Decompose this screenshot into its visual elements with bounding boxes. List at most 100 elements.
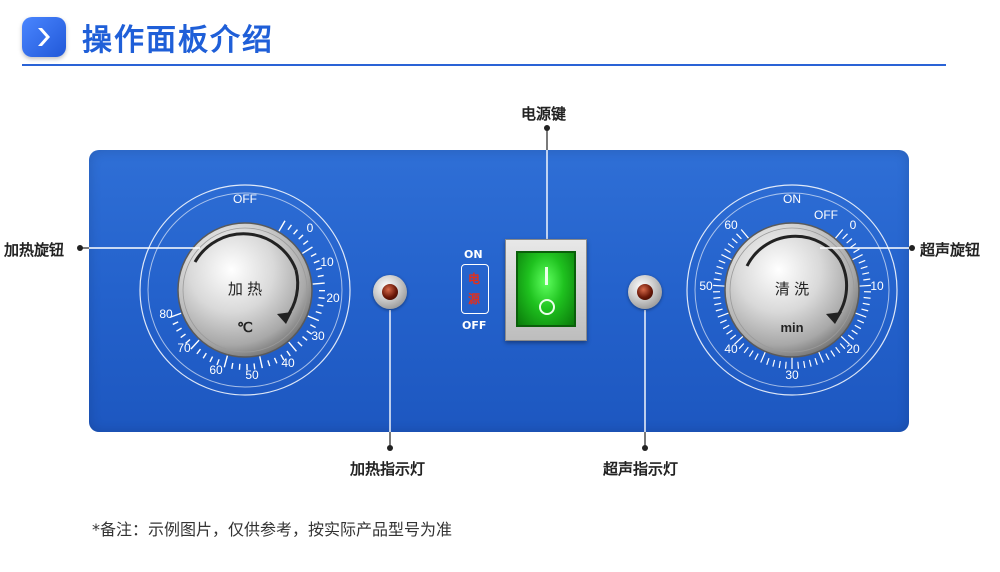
dial-tick — [857, 284, 871, 287]
dial-tick — [754, 353, 759, 361]
dial-tick — [209, 356, 214, 363]
dial-tick — [731, 238, 738, 244]
heat-scale-label: 50 — [245, 368, 259, 382]
dial-tick — [315, 310, 322, 315]
dial-tick — [835, 346, 841, 354]
dial-tick — [298, 234, 304, 240]
power-off-symbol-icon — [539, 299, 555, 315]
dial-tick — [267, 360, 271, 367]
dial-tick — [724, 248, 731, 254]
dial-tick — [202, 352, 207, 359]
dial-tick — [223, 355, 229, 368]
dial-tick — [797, 361, 800, 369]
dial-tick — [727, 243, 735, 249]
heat-knob[interactable] — [177, 222, 313, 358]
dial-tick — [863, 278, 871, 281]
arrow-icon — [277, 312, 292, 324]
dial-tick — [713, 278, 721, 281]
dial-tick — [317, 274, 324, 278]
ultrasonic-scale-label: 40 — [724, 342, 738, 356]
dial-tick — [854, 324, 862, 330]
ultrasonic-indicator-label: 超声指示灯 — [603, 460, 679, 478]
heat-scale-label: 40 — [281, 356, 295, 370]
dial-tick — [714, 272, 722, 275]
dial-tick — [273, 357, 278, 364]
heat-scale-label: 30 — [311, 329, 325, 343]
dial-tick — [839, 343, 846, 350]
dial-tick — [301, 246, 313, 255]
ultrasonic-scale-label: 50 — [699, 279, 713, 293]
dial-tick — [306, 330, 313, 335]
dial-tick — [766, 358, 770, 366]
dial-tick — [278, 220, 286, 232]
dial-tick — [817, 350, 824, 363]
heat-dial — [139, 184, 351, 396]
heat-scale-label: 10 — [320, 255, 334, 269]
power-rocker[interactable] — [516, 251, 576, 327]
heat-scale-label: 80 — [159, 307, 173, 321]
dial-tick — [772, 359, 776, 367]
dial-tick — [317, 304, 324, 307]
dial-tick — [302, 336, 308, 341]
heat-indicator-lamp — [373, 275, 407, 309]
dial-tick — [190, 339, 200, 350]
dial-tick — [713, 284, 727, 287]
dial-tick — [286, 350, 291, 357]
dial-tick — [850, 254, 863, 261]
dial-tick — [863, 296, 871, 299]
power-key-label: 电源键 — [521, 105, 567, 123]
power-switch[interactable] — [505, 239, 587, 341]
dial-tick — [740, 229, 751, 240]
power-on-symbol-icon — [545, 267, 548, 285]
dial-tick — [853, 312, 867, 318]
dial-tick — [185, 338, 191, 345]
dial-tick — [808, 359, 812, 367]
dial-tick — [718, 259, 726, 264]
dial-tick — [778, 360, 781, 369]
dial-tick — [288, 341, 297, 352]
chevron-right-icon — [22, 17, 66, 57]
dial-tick — [784, 361, 787, 369]
ultrasonic-knob[interactable] — [724, 222, 860, 358]
ultrasonic-unit: min — [780, 320, 803, 335]
dial-tick — [736, 233, 742, 240]
dial-tick — [862, 302, 870, 306]
ultrasonic-scale-label: 20 — [846, 342, 860, 356]
dial-tick — [231, 362, 234, 370]
dial-tick — [216, 359, 220, 366]
ultrasonic-indicator-lamp — [628, 275, 662, 309]
dial-tick — [814, 358, 818, 366]
dial-tick — [293, 229, 299, 235]
page-title: 操作面板介绍 — [82, 23, 274, 58]
ultrasonic-scale-label: 30 — [785, 368, 799, 382]
heat-scale-label: 0 — [307, 221, 314, 235]
dial-tick — [803, 360, 806, 369]
dial-tick — [721, 254, 734, 261]
dial-tick — [861, 308, 869, 312]
dial-tick — [180, 333, 186, 339]
power-on-label: ON — [464, 248, 483, 261]
heat-knob-label: 加热旋钮 — [4, 241, 65, 259]
dial-tick — [830, 350, 836, 357]
dial-tick — [860, 265, 868, 270]
heat-scale-label: 70 — [177, 341, 191, 355]
dial-tick — [307, 315, 320, 322]
dial-tick — [851, 329, 858, 335]
ultrasonic-scale-label: 10 — [870, 279, 884, 293]
dial-tick — [313, 260, 320, 264]
heat-scale-label: 60 — [209, 363, 223, 377]
heat-indicator-label: 加热指示灯 — [350, 460, 426, 478]
dial-tick — [842, 233, 848, 240]
dial-tick — [853, 248, 860, 254]
dial-tick — [719, 319, 727, 324]
dial-tick — [297, 341, 303, 347]
dial-tick — [176, 327, 182, 332]
dial-tick — [862, 272, 870, 275]
ultrasonic-on-label: ON — [783, 192, 801, 206]
dial-tick — [716, 265, 724, 270]
power-label-box — [461, 264, 489, 314]
dial-tick — [715, 308, 723, 312]
dial-tick — [714, 302, 722, 306]
dial-tick — [857, 319, 865, 324]
